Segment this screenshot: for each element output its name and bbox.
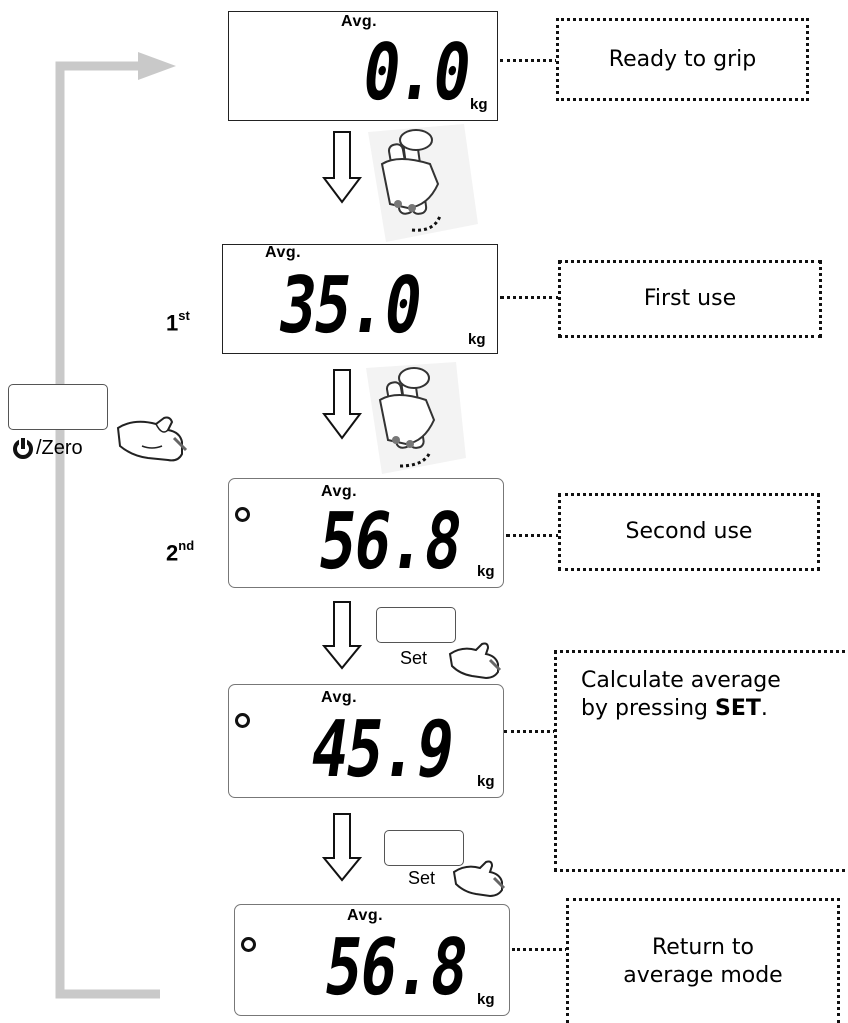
- unit-label: kg: [470, 96, 488, 113]
- weight-value: 56.8: [313, 497, 467, 587]
- unit-label: kg: [477, 991, 495, 1008]
- power-zero-label: /Zero: [36, 437, 83, 459]
- display-return: Avg. 56.8 kg: [234, 904, 510, 1016]
- leader-first: [500, 296, 560, 299]
- weight-value: 45.9: [305, 705, 459, 795]
- ordinal-first: 1st: [166, 308, 190, 336]
- set-label-2: Set: [408, 868, 436, 888]
- leader-second: [506, 534, 560, 537]
- callout-first-text: First use: [643, 286, 737, 311]
- grip-hand-icon-2: [366, 362, 466, 474]
- pointing-hand-icon: [116, 416, 188, 462]
- callout-average: Calculate average by pressing SET.: [554, 650, 848, 872]
- display-first: Avg. 35.0 kg: [222, 244, 498, 354]
- power-zero-button[interactable]: [8, 384, 108, 430]
- down-arrow-2: [322, 369, 362, 440]
- set-label-1: Set: [400, 648, 428, 668]
- avg-label: Avg.: [341, 13, 378, 30]
- indicator-dot: [241, 937, 256, 952]
- weight-value: 56.8: [319, 923, 473, 1013]
- indicator-dot: [235, 713, 250, 728]
- ordinal-second: 2nd: [166, 538, 195, 566]
- callout-first: First use: [558, 260, 822, 338]
- callout-average-line1: Calculate average: [581, 668, 781, 693]
- set-button-1[interactable]: [376, 607, 456, 643]
- callout-second: Second use: [558, 493, 820, 571]
- unit-label: kg: [477, 773, 495, 790]
- callout-return: Return to average mode: [566, 898, 840, 1023]
- callout-return-line1: Return to: [651, 935, 755, 960]
- power-zero-control[interactable]: /Zero: [0, 380, 200, 480]
- leader-average: [504, 730, 556, 733]
- avg-label: Avg.: [347, 907, 384, 924]
- display-second: Avg. 56.8 kg: [228, 478, 504, 588]
- unit-label: kg: [468, 331, 486, 348]
- grip-hand-icon-1: [368, 124, 478, 242]
- avg-label: Avg.: [321, 483, 358, 500]
- down-arrow-3: [321, 601, 363, 670]
- leader-return: [512, 948, 568, 951]
- callout-ready-text: Ready to grip: [608, 46, 757, 72]
- weight-value: 0.0: [357, 28, 476, 118]
- power-icon: [13, 437, 33, 459]
- display-ready: Avg. 0.0 kg: [228, 11, 498, 121]
- display-average: Avg. 45.9 kg: [228, 684, 504, 798]
- callout-average-line2: by pressing SET.: [581, 696, 768, 721]
- pointing-hand-icon-set-1: [448, 642, 502, 680]
- weight-value: 35.0: [273, 261, 427, 351]
- down-arrow-1: [322, 131, 362, 204]
- indicator-dot: [235, 507, 250, 522]
- unit-label: kg: [477, 563, 495, 580]
- set-keyword: SET: [714, 696, 761, 721]
- callout-ready: Ready to grip: [556, 18, 809, 101]
- callout-second-text: Second use: [625, 519, 753, 544]
- set-button-2[interactable]: [384, 830, 464, 866]
- pointing-hand-icon-set-2: [452, 860, 506, 898]
- callout-return-line2: average mode: [623, 963, 783, 988]
- avg-label: Avg.: [321, 689, 358, 706]
- avg-label: Avg.: [265, 244, 302, 261]
- return-arrow-head: [138, 52, 176, 80]
- leader-ready: [500, 59, 558, 62]
- down-arrow-4: [321, 813, 363, 882]
